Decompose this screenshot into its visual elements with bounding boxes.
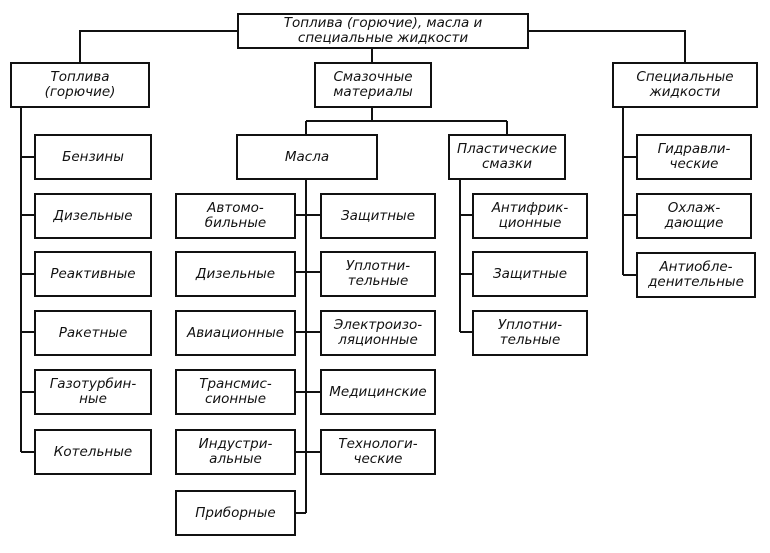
fuel-item-gas-turbine: Газотурбин- ные: [34, 369, 152, 415]
fuel-item-jet: Реактивные: [34, 251, 152, 297]
oil-item-medical: Медицинские: [320, 369, 436, 415]
oil-item-automotive: Автомо- бильные: [175, 193, 296, 239]
grease-item-sealing: Уплотни- тельные: [472, 310, 588, 356]
grease-item-protective: Защитные: [472, 251, 588, 297]
fuel-item-rocket: Ракетные: [34, 310, 152, 356]
special-item-anti-icing: Антиобле- денительные: [636, 252, 756, 298]
fuel-item-gasoline: Бензины: [34, 134, 152, 180]
oil-item-sealing: Уплотни- тельные: [320, 251, 436, 297]
oil-item-transmission: Трансмис- сионные: [175, 369, 296, 415]
greases-box: Пластические смазки: [448, 134, 566, 180]
root-box: Топлива (горючие), масла и специальные ж…: [237, 13, 529, 49]
lubricants-category-box: Смазочные материалы: [314, 62, 432, 108]
oil-item-instrument: Приборные: [175, 490, 296, 536]
oil-item-aviation: Авиационные: [175, 310, 296, 356]
oils-box: Масла: [236, 134, 378, 180]
fuels-category-box: Топлива (горючие): [10, 62, 150, 108]
oil-item-protective: Защитные: [320, 193, 436, 239]
fuel-item-boiler: Котельные: [34, 429, 152, 475]
oil-item-technological: Технологи- ческие: [320, 429, 436, 475]
grease-item-antifriction: Антифрик- ционные: [472, 193, 588, 239]
special-fluids-category-box: Специальные жидкости: [612, 62, 758, 108]
oil-item-diesel: Дизельные: [175, 251, 296, 297]
special-item-coolant: Охлаж- дающие: [636, 193, 752, 239]
oil-item-industrial: Индустри- альные: [175, 429, 296, 475]
special-item-hydraulic: Гидравли- ческие: [636, 134, 752, 180]
oil-item-electrical-insulating: Электроизо- ляционные: [320, 310, 436, 356]
fuel-item-diesel: Дизельные: [34, 193, 152, 239]
